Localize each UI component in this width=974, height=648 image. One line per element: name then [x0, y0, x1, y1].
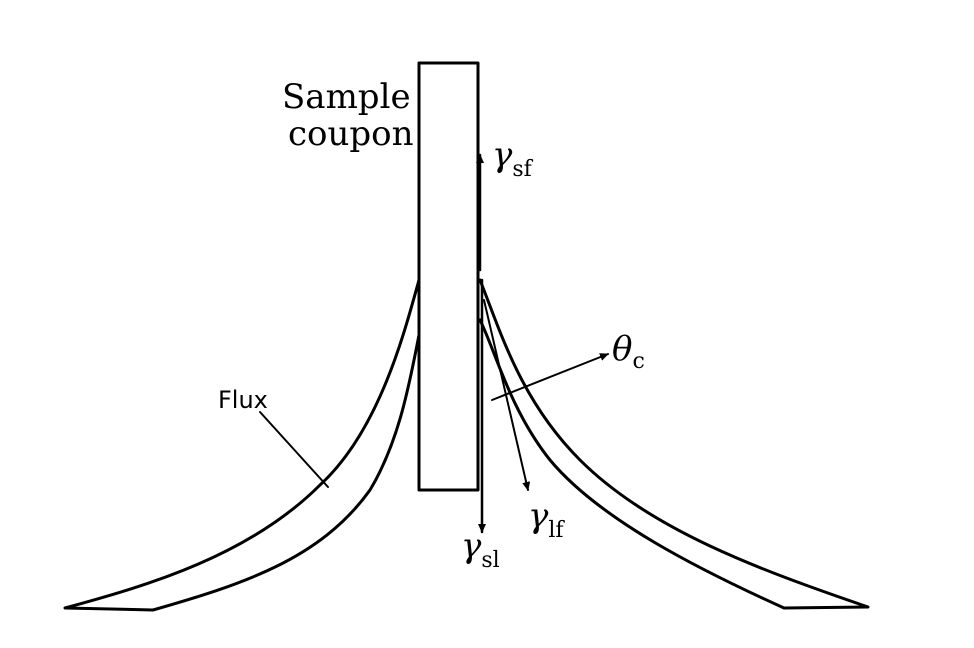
gamma-sf-symbol: γ — [492, 135, 513, 175]
theta-c-subscript: c — [632, 349, 644, 374]
coupon-label-line1: Sample — [282, 77, 411, 117]
gamma-lf-subscript: lf — [548, 518, 565, 543]
flux-meniscus-left — [63, 278, 421, 612]
gamma-sl-label: γsl — [461, 526, 500, 573]
theta-c-arrow — [491, 353, 609, 401]
coupon-label-line2: coupon — [288, 114, 414, 154]
gamma-lf-symbol: γ — [528, 496, 549, 536]
sample-coupon — [417, 61, 480, 492]
gamma-lf-label: γlf — [528, 496, 565, 543]
gamma-sf-label: γsf — [492, 135, 534, 182]
gamma-sl-symbol: γ — [461, 526, 482, 566]
flux-leader-line — [259, 411, 329, 488]
gamma-sl-subscript: sl — [481, 548, 499, 573]
gamma-sf-subscript: sf — [512, 157, 533, 182]
theta-c-label: θc — [612, 329, 645, 374]
flux-label: Flux — [218, 386, 268, 414]
theta-c-symbol: θ — [612, 329, 632, 369]
flux-meniscus-right — [478, 278, 870, 610]
